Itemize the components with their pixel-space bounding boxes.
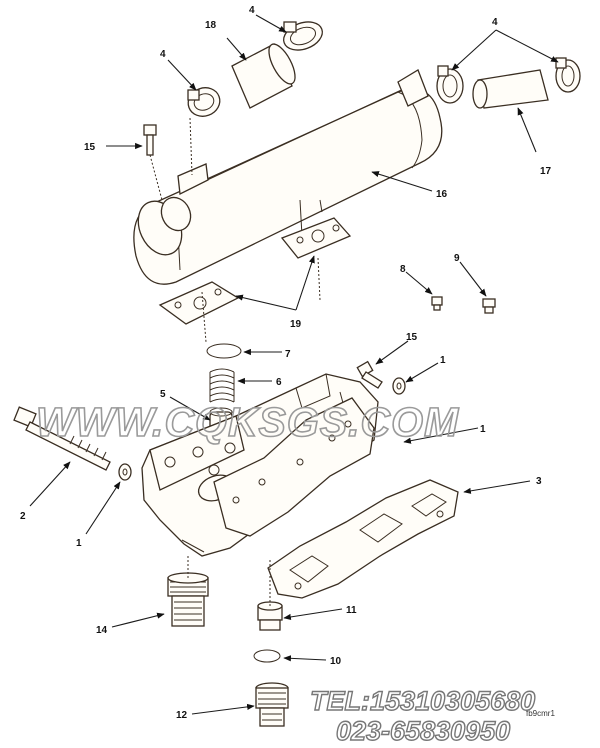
oil-cooler-housing bbox=[133, 69, 443, 285]
hose-clamp-right-a bbox=[436, 65, 464, 104]
callout-17: 17 bbox=[540, 166, 552, 177]
o-ring bbox=[253, 649, 281, 663]
watermark-phone: TEL:15310305680 bbox=[310, 686, 535, 716]
coolant-hose-left bbox=[231, 43, 296, 109]
head-gasket-rear bbox=[267, 479, 459, 599]
leader-lines bbox=[29, 14, 559, 715]
callout-10: 10 bbox=[330, 656, 342, 667]
adapter-fitting bbox=[255, 682, 289, 727]
callout-6: 6 bbox=[276, 377, 282, 388]
alignment-lines bbox=[149, 117, 321, 606]
callout-15-mid: 15 bbox=[406, 332, 418, 343]
hose-clamp-top bbox=[283, 21, 323, 51]
bolt-cooler bbox=[143, 124, 157, 156]
hose-clamp-right-b bbox=[555, 57, 581, 93]
callout-5: 5 bbox=[160, 389, 166, 400]
callout-18: 18 bbox=[205, 20, 217, 31]
drawing-stamp: fb9cmr1 bbox=[526, 709, 555, 718]
callout-9: 9 bbox=[454, 253, 460, 264]
threaded-nipple-large bbox=[167, 572, 209, 627]
callout-14: 14 bbox=[96, 625, 108, 636]
callout-4-right: 4 bbox=[492, 17, 498, 28]
coolant-hose-right bbox=[472, 69, 549, 109]
callout-15-top: 15 bbox=[84, 142, 96, 153]
callout-4-left: 4 bbox=[160, 49, 166, 60]
cooler-gasket-right bbox=[280, 217, 352, 259]
long-bolt bbox=[13, 406, 111, 471]
callout-3: 3 bbox=[536, 476, 542, 487]
callout-1-bottom: 1 bbox=[76, 538, 82, 549]
callout-19: 19 bbox=[290, 319, 302, 330]
callout-16: 16 bbox=[436, 189, 448, 200]
callout-labels: 4 18 4 4 15 17 16 8 9 19 15 7 1 6 5 1 3 … bbox=[20, 5, 552, 721]
watermark-site: WWW.CQKSGS.COM bbox=[36, 399, 459, 445]
threaded-plug bbox=[257, 601, 283, 631]
relief-spring bbox=[209, 368, 235, 403]
cooler-gasket-left bbox=[158, 281, 240, 325]
callout-1-top: 1 bbox=[440, 355, 446, 366]
callout-4-top: 4 bbox=[249, 5, 255, 16]
callout-11: 11 bbox=[346, 605, 357, 616]
callout-2: 2 bbox=[20, 511, 26, 522]
hose-clamp-left bbox=[187, 87, 221, 117]
plug-small-8 bbox=[431, 296, 443, 311]
watermark-phone-2: 023-65830950 bbox=[336, 716, 510, 746]
callout-12: 12 bbox=[176, 710, 188, 721]
callout-7: 7 bbox=[285, 349, 291, 360]
washer-top bbox=[392, 377, 406, 395]
bolt-head-small bbox=[356, 360, 383, 389]
head-gasket-front bbox=[213, 397, 375, 537]
washer-bottom bbox=[118, 463, 132, 481]
plug-small-9 bbox=[482, 298, 496, 314]
callout-1-mid: 1 bbox=[480, 424, 486, 435]
snap-ring bbox=[206, 343, 242, 359]
callout-8: 8 bbox=[400, 264, 406, 275]
